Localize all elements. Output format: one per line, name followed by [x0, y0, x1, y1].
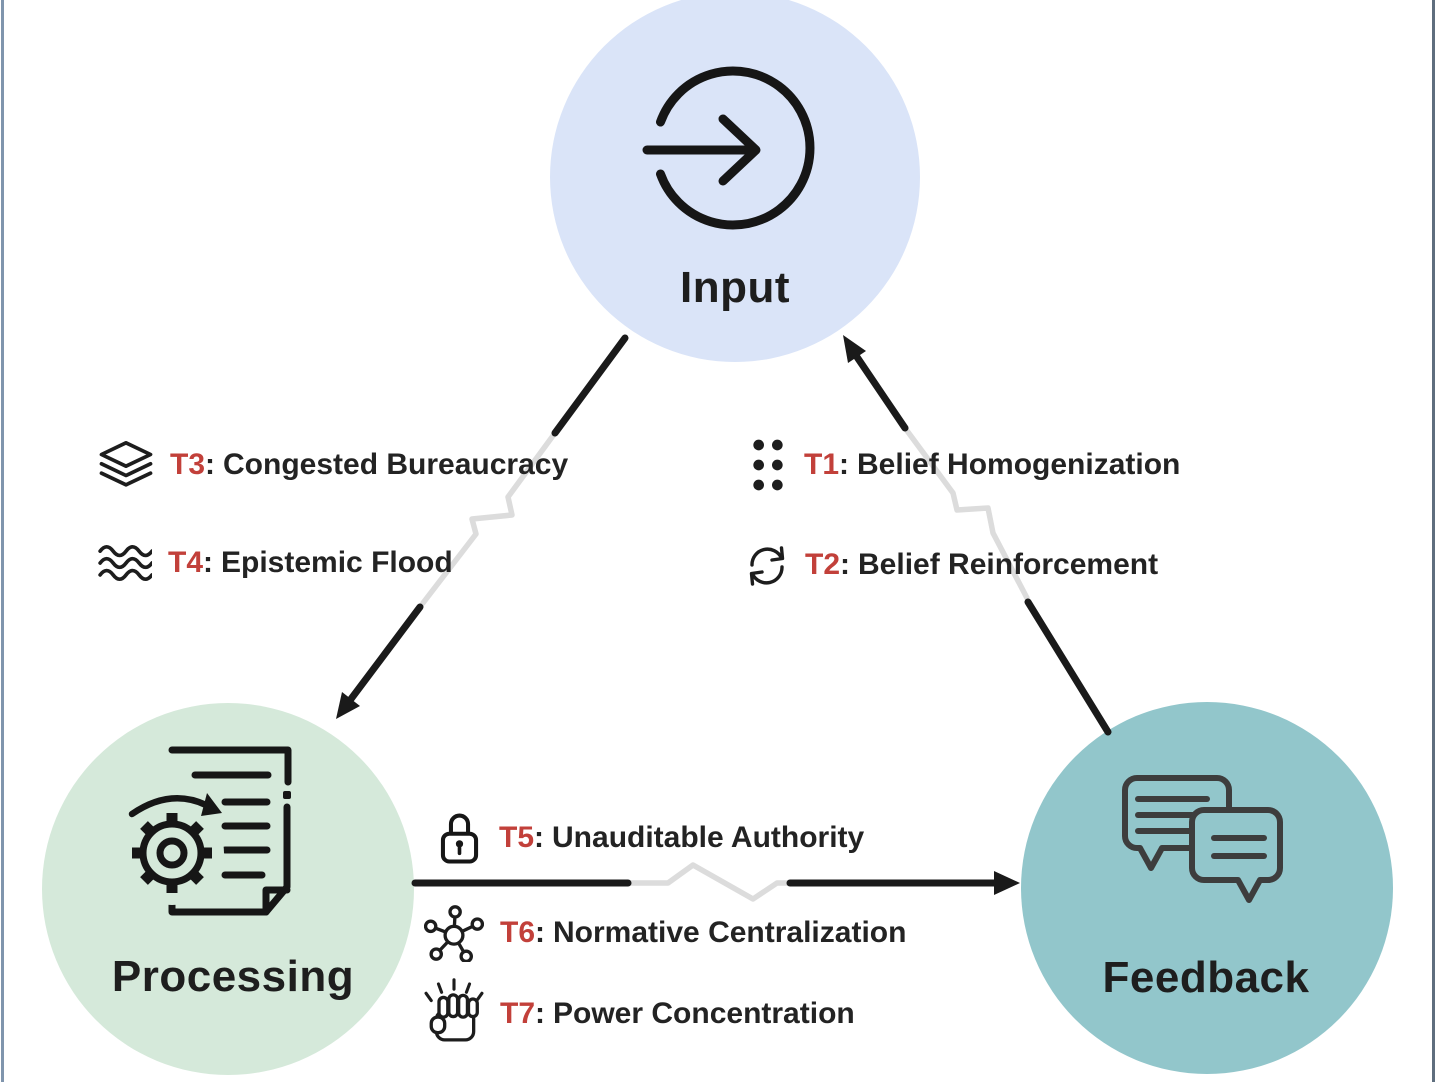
grip-dots-icon	[753, 439, 783, 491]
threat-t4: T4:Epistemic Flood	[98, 527, 453, 599]
processing-node-label: Processing	[111, 952, 355, 1001]
threat-label: T6:Normative Centralization	[500, 916, 907, 949]
chat-bubbles-icon	[1122, 775, 1283, 903]
threat-label: T3:Congested Bureaucracy	[170, 448, 569, 481]
arrowhead	[336, 692, 360, 719]
threat-t1: T1:Belief Homogenization	[748, 429, 1180, 501]
threat-label: T2:Belief Reinforcement	[805, 548, 1159, 581]
processing-node	[42, 703, 414, 1075]
arrow-into-circle-icon	[642, 66, 815, 230]
document-gear-icon	[120, 746, 292, 916]
threat-label: T4:Epistemic Flood	[168, 546, 453, 579]
arrowhead	[994, 871, 1020, 895]
threat-t2: T2:Belief Reinforcement	[745, 529, 1158, 601]
feedback-node	[1021, 702, 1393, 1074]
feedback-node-label: Feedback	[1102, 953, 1310, 1002]
threat-t5: T5:Unauditable Authority	[436, 802, 864, 874]
input-node-label: Input	[679, 263, 791, 312]
input-node	[550, 0, 920, 362]
raised-fist-icon	[424, 978, 484, 1042]
arrow-processing-to-feedback	[411, 862, 1020, 902]
threat-label: T7:Power Concentration	[500, 997, 855, 1030]
cycle-arrows-icon	[749, 546, 785, 586]
arrowhead	[843, 335, 866, 363]
hub-network-icon	[424, 905, 484, 962]
left-frame-border	[1, 0, 4, 1082]
broken-segment	[420, 430, 558, 606]
layers-icon	[99, 440, 153, 487]
threat-t7: T7:Power Concentration	[424, 978, 855, 1050]
broken-segment	[902, 425, 1030, 601]
right-frame-border	[1432, 0, 1435, 1082]
arrow-input-to-processing	[336, 334, 629, 719]
threat-label: T1:Belief Homogenization	[804, 448, 1181, 481]
waves-icon	[98, 544, 152, 582]
threat-t3: T3:Congested Bureaucracy	[98, 429, 568, 501]
lock-icon	[440, 813, 479, 864]
threat-t6: T6:Normative Centralization	[424, 897, 906, 969]
threat-label: T5:Unauditable Authority	[499, 821, 865, 854]
broken-segment	[625, 862, 793, 902]
arrow-feedback-to-input	[843, 335, 1112, 736]
